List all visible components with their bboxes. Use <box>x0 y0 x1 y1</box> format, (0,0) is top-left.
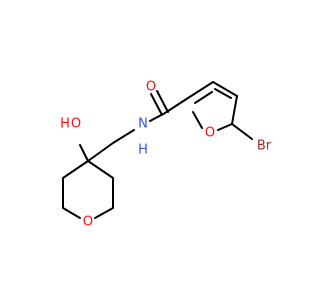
bond-pyran-1 <box>87 160 114 179</box>
atom-n-amide: N <box>138 117 148 132</box>
molecule-structure: O N H O Br H O O <box>60 80 272 230</box>
atom-o-pyran: O <box>83 215 93 230</box>
bond-pyran-4 <box>62 207 81 219</box>
bonds <box>62 81 253 219</box>
bond-c-n <box>149 112 166 122</box>
bond-furan-c3-c4-double <box>214 88 232 99</box>
atom-o-furan: O <box>205 126 215 141</box>
atom-o-hydroxyl: O <box>71 117 81 132</box>
atom-labels: O N H O Br H O O <box>60 80 272 230</box>
atom-h-amide: H <box>138 143 148 158</box>
bond-pyran-3 <box>94 207 114 219</box>
bond-furan-c2-c3-double <box>194 91 213 104</box>
bond-c-br <box>231 123 253 140</box>
atom-br: Br <box>257 139 272 154</box>
bond-carbonyl-c-o-1 <box>150 93 163 116</box>
bond-pyran-6 <box>62 160 89 179</box>
bond-furan-c5-o <box>217 123 233 131</box>
bond-c-furan <box>164 97 189 114</box>
bond-furan-c3-c4 <box>212 81 238 97</box>
bond-furan-c2-c3 <box>187 81 214 99</box>
bond-ch2-cq <box>87 142 114 162</box>
atom-h-hydroxyl: H <box>60 117 70 132</box>
bond-cq-oh <box>79 144 89 162</box>
bond-furan-c4-c5 <box>231 95 238 125</box>
bond-n-ch2 <box>112 129 135 144</box>
bond-carbonyl-c-o-2 <box>156 90 169 113</box>
atom-o-carbonyl: O <box>146 80 156 95</box>
bond-furan-o-c2 <box>192 111 203 129</box>
